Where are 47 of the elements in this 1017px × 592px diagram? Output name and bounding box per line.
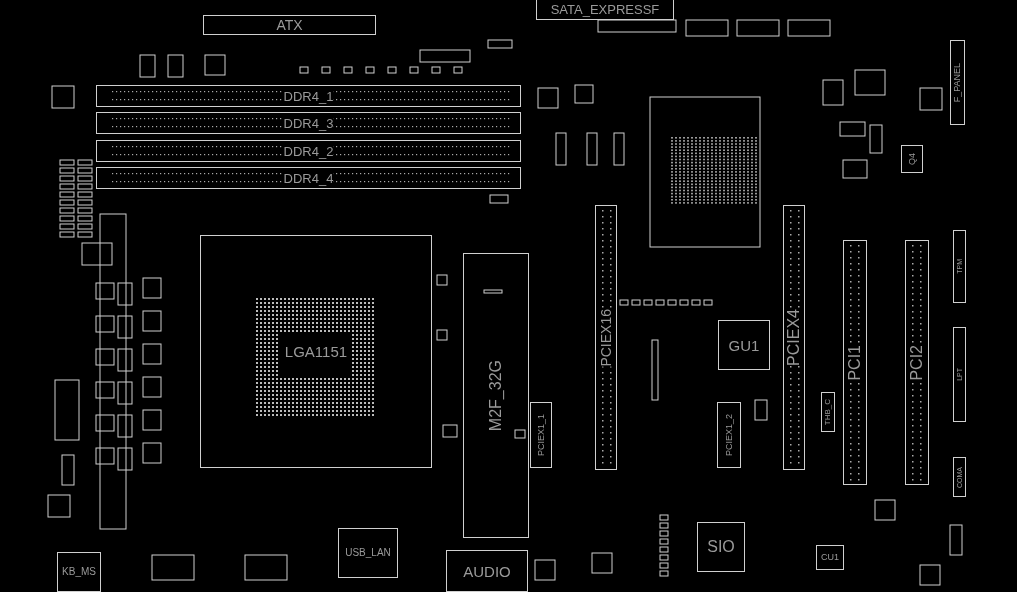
chip-outline bbox=[718, 320, 770, 370]
memory-slot-outline bbox=[96, 140, 521, 162]
memory-slot-outline bbox=[96, 85, 521, 107]
component-label: PCI2 bbox=[909, 344, 925, 381]
memory-slot-outline bbox=[96, 112, 521, 134]
expansion-slot-outline bbox=[717, 402, 741, 468]
component-label: PCIEX1_1 bbox=[536, 414, 546, 456]
memory-slot-outline bbox=[96, 167, 521, 189]
component-label: CU1 bbox=[821, 553, 839, 562]
chip-outline bbox=[816, 545, 844, 570]
expansion-slot-outline bbox=[843, 240, 867, 485]
component-label: SIO bbox=[707, 539, 735, 555]
component-label: M2F_32G bbox=[488, 359, 504, 432]
power-connector-outline bbox=[203, 15, 376, 35]
header-outline bbox=[950, 40, 965, 125]
component-label: DDR4_4 bbox=[283, 171, 334, 185]
component-label: DDR4_2 bbox=[283, 144, 334, 158]
chip-outline bbox=[697, 522, 745, 572]
component-label: USB_LAN bbox=[345, 548, 391, 558]
component-label: ATX bbox=[276, 18, 303, 32]
header-outline bbox=[953, 457, 966, 497]
component-label: F_PANEL bbox=[953, 62, 962, 103]
component-label: PCIEX16 bbox=[599, 308, 613, 367]
expansion-slot-outline bbox=[783, 205, 805, 470]
expansion-slot-outline bbox=[905, 240, 929, 485]
header-outline bbox=[953, 230, 966, 303]
cpu-socket-outline bbox=[200, 235, 432, 468]
component-label: PCIEX1_2 bbox=[724, 414, 734, 456]
component-label: PCIEX4 bbox=[786, 309, 802, 366]
expansion-slot-outline bbox=[595, 205, 617, 470]
m2-slot-outline bbox=[463, 253, 529, 538]
header-outline bbox=[953, 327, 966, 422]
port-outline bbox=[57, 552, 101, 592]
component-label: PCI1 bbox=[847, 344, 863, 381]
component-label: SATA_EXPRESSF bbox=[550, 2, 660, 16]
component-label: LGA1151 bbox=[284, 344, 348, 359]
jack-outline bbox=[446, 550, 528, 592]
header-outline bbox=[821, 392, 835, 432]
component-label: DDR4_1 bbox=[283, 89, 334, 103]
transistor-outline bbox=[901, 145, 923, 173]
port-outline bbox=[338, 528, 398, 578]
component-label: THB_C bbox=[824, 398, 832, 426]
component-label: Q4 bbox=[907, 153, 917, 165]
component-label: KB_MS bbox=[62, 567, 96, 577]
expansion-slot-outline bbox=[530, 402, 552, 468]
connector-outline bbox=[536, 0, 674, 20]
component-label: DDR4_3 bbox=[283, 116, 334, 130]
